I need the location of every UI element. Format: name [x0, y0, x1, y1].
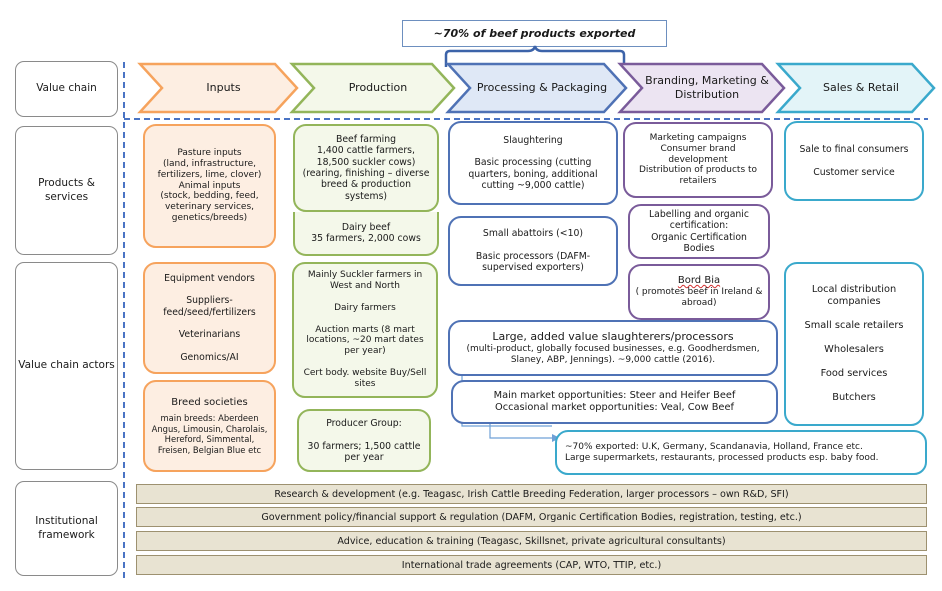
sale-final-consumers-box: Sale to final consumers Customer service: [784, 121, 924, 201]
export-destinations-box: ~70% exported: U.K, Germany, Scandanavia…: [555, 430, 927, 475]
bord-bia-title: Bord Bia: [677, 274, 721, 286]
marketing-campaigns-box: Marketing campaigns Consumer brand devel…: [623, 122, 773, 198]
retail-actors-box: Local distribution companies Small scale…: [784, 262, 924, 426]
pasture-inputs-box: Pasture inputs (land, infrastructure, fe…: [143, 124, 276, 248]
small-abattoirs-box: Small abattoirs (<10) Basic processors (…: [448, 216, 618, 286]
stage-sales: Sales & Retail: [823, 81, 899, 95]
breed-societies-title: Breed societies: [171, 396, 248, 408]
large-processors-box: Large, added value slaughterers/processo…: [448, 320, 778, 376]
market-opportunities-box: Main market opportunities: Steer and Hei…: [451, 380, 778, 424]
row-label-actors: Value chain actors: [15, 262, 118, 470]
stage-inputs: Inputs: [206, 81, 241, 95]
slaughtering-box: Slaughtering Basic processing (cutting q…: [448, 121, 618, 205]
beef-farming-box: Beef farming 1,400 cattle farmers, 18,50…: [293, 124, 439, 212]
breed-societies-body: main breeds: Aberdeen Angus, Limousin, C…: [151, 413, 268, 455]
large-processors-title: Large, added value slaughterers/processo…: [492, 330, 734, 344]
producer-group-box: Producer Group: 30 farmers; 1,500 cattle…: [297, 409, 431, 472]
row-label-products-services: Products & services: [15, 126, 118, 255]
breed-societies-box: Breed societies main breeds: Aberdeen An…: [143, 380, 276, 472]
dairy-beef-box: Dairy beef 35 farmers, 2,000 cows: [293, 212, 439, 256]
institutional-trade: International trade agreements (CAP, WTO…: [136, 555, 927, 575]
chevron-shapes: [137, 62, 936, 114]
equipment-vendors-box: Equipment vendors Suppliers-feed/seed/fe…: [143, 262, 276, 374]
stage-production: Production: [348, 81, 408, 95]
export-banner: ~70% of beef products exported: [402, 20, 667, 47]
row-label-institutional: Institutional framework: [15, 481, 118, 576]
suckler-farmers-box: Mainly Suckler farmers in West and North…: [292, 262, 438, 398]
institutional-policy: Government policy/financial support & re…: [136, 507, 927, 527]
banner-bracket: [444, 45, 626, 67]
institutional-advice: Advice, education & training (Teagasc, S…: [136, 531, 927, 551]
institutional-research: Research & development (e.g. Teagasc, Ir…: [136, 484, 927, 504]
large-processors-body: (multi-product, globally focused busines…: [466, 343, 760, 365]
row-label-value-chain: Value chain: [15, 61, 118, 117]
labelling-certification-box: Labelling and organic certification: Org…: [628, 204, 770, 259]
bord-bia-body: ( promotes beef in Ireland & abroad): [635, 287, 763, 309]
stage-processing: Processing & Packaging: [476, 81, 608, 95]
stage-branding: Branding, Marketing & Distribution: [645, 74, 769, 101]
bord-bia-box: Bord Bia ( promotes beef in Ireland & ab…: [628, 264, 770, 320]
